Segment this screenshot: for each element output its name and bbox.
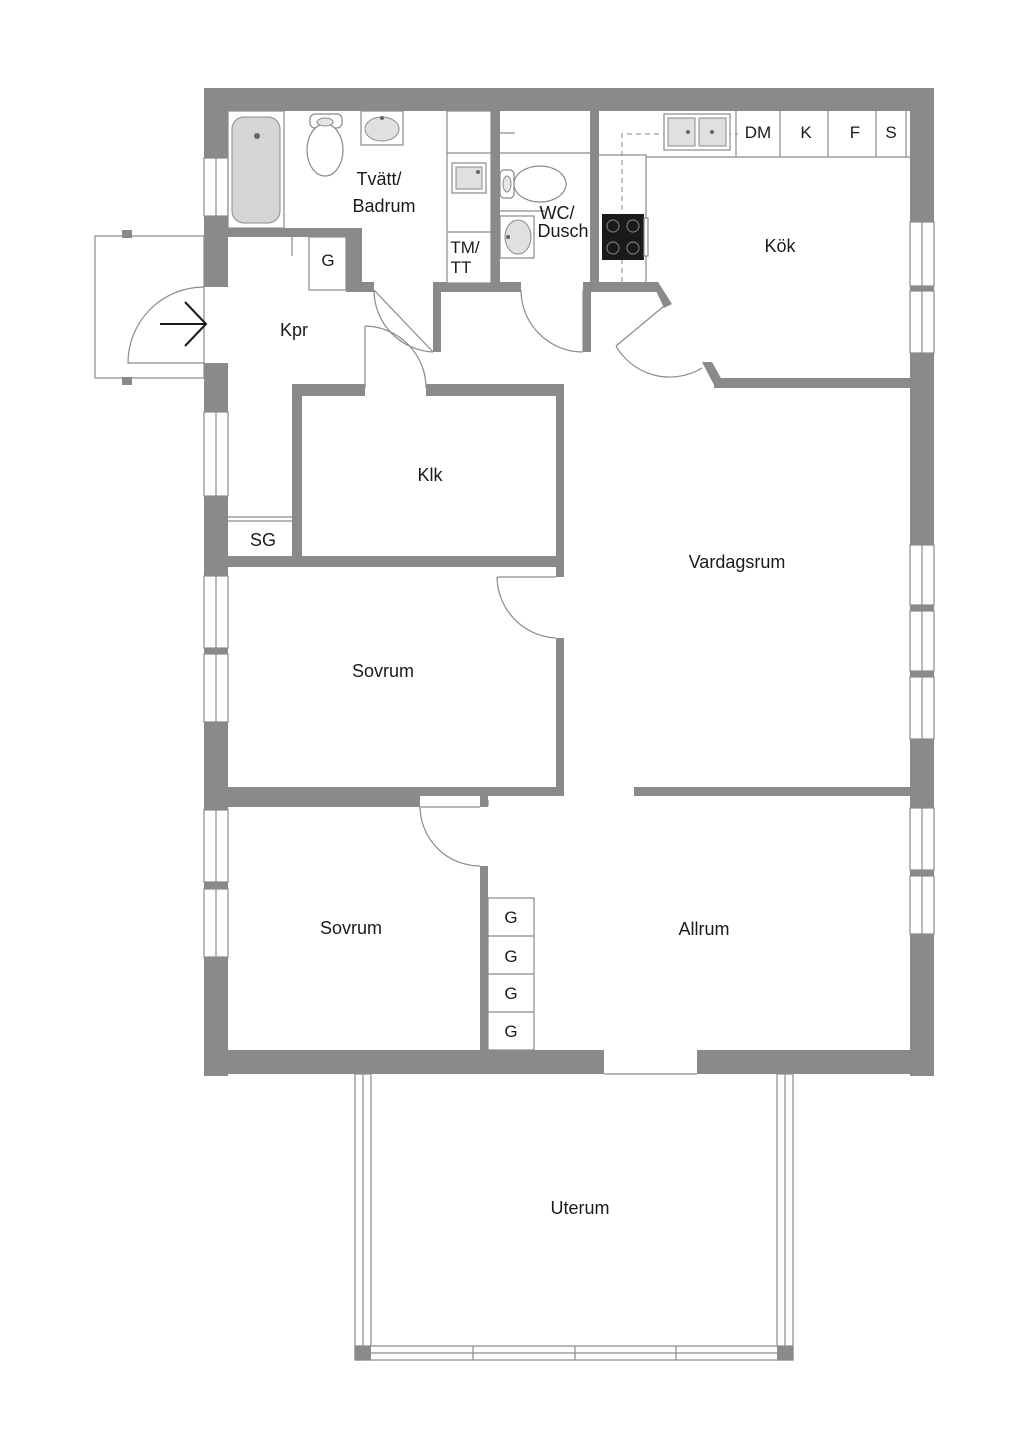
door-swings	[364, 289, 703, 867]
sink-icon	[499, 215, 535, 259]
label-garderob-allrum: G	[504, 1022, 517, 1041]
wall-bottom-left	[204, 1050, 604, 1074]
room-label-vardagsrum: Vardagsrum	[689, 552, 786, 572]
label-garderob-allrum: G	[504, 984, 517, 1003]
wc-fixtures	[499, 132, 590, 259]
laundry-counter	[446, 110, 492, 284]
label-tt: TT	[451, 258, 472, 277]
room-labels: Tvätt/ Badrum WC/ Dusch Kök Kpr Klk Vard…	[250, 169, 797, 1218]
entrance-door	[94, 230, 228, 385]
room-label-uterum: Uterum	[550, 1198, 609, 1218]
room-label-sg: SG	[250, 530, 276, 550]
wall-bottom-right	[697, 1050, 934, 1074]
label-dm: DM	[745, 123, 771, 142]
allrum-wardrobes	[487, 897, 535, 1051]
label-garderob-allrum: G	[504, 947, 517, 966]
label-garderob-hall: G	[321, 251, 334, 270]
room-label-klk: Klk	[417, 465, 443, 485]
uterum	[354, 1073, 794, 1361]
hall-wardrobe	[308, 236, 347, 291]
toilet-icon	[306, 113, 344, 177]
room-label-kok: Kök	[764, 236, 796, 256]
fixture-labels: G TM/ TT DM K F S G G G G	[321, 123, 896, 1041]
partitions	[228, 236, 489, 806]
label-k: K	[800, 123, 812, 142]
interior-walls	[228, 111, 910, 1050]
wall-top	[204, 88, 934, 111]
entrance-arrow-icon	[160, 301, 208, 347]
room-label-kpr: Kpr	[280, 320, 308, 340]
bathroom-fixtures	[227, 110, 492, 284]
room-label-dusch: Dusch	[537, 221, 588, 241]
utility-sink-icon	[451, 162, 487, 194]
room-label-tvatt: Tvätt/	[356, 169, 401, 189]
stove-icon	[602, 214, 649, 260]
toilet-icon	[499, 165, 567, 203]
room-label-sovrum-2: Sovrum	[320, 918, 382, 938]
bathtub-basin	[231, 116, 281, 224]
label-tm: TM/	[450, 238, 480, 257]
label-f: F	[850, 123, 860, 142]
sink-icon	[360, 110, 404, 146]
room-label-sovrum-1: Sovrum	[352, 661, 414, 681]
windows	[203, 157, 935, 958]
kitchen-sink-icon	[663, 113, 731, 151]
kitchen-fixtures	[599, 111, 910, 282]
label-s: S	[885, 123, 896, 142]
room-label-allrum: Allrum	[678, 919, 729, 939]
label-garderob-allrum: G	[504, 908, 517, 927]
room-label-badrum: Badrum	[352, 196, 415, 216]
room-label-wc: WC/	[540, 203, 575, 223]
